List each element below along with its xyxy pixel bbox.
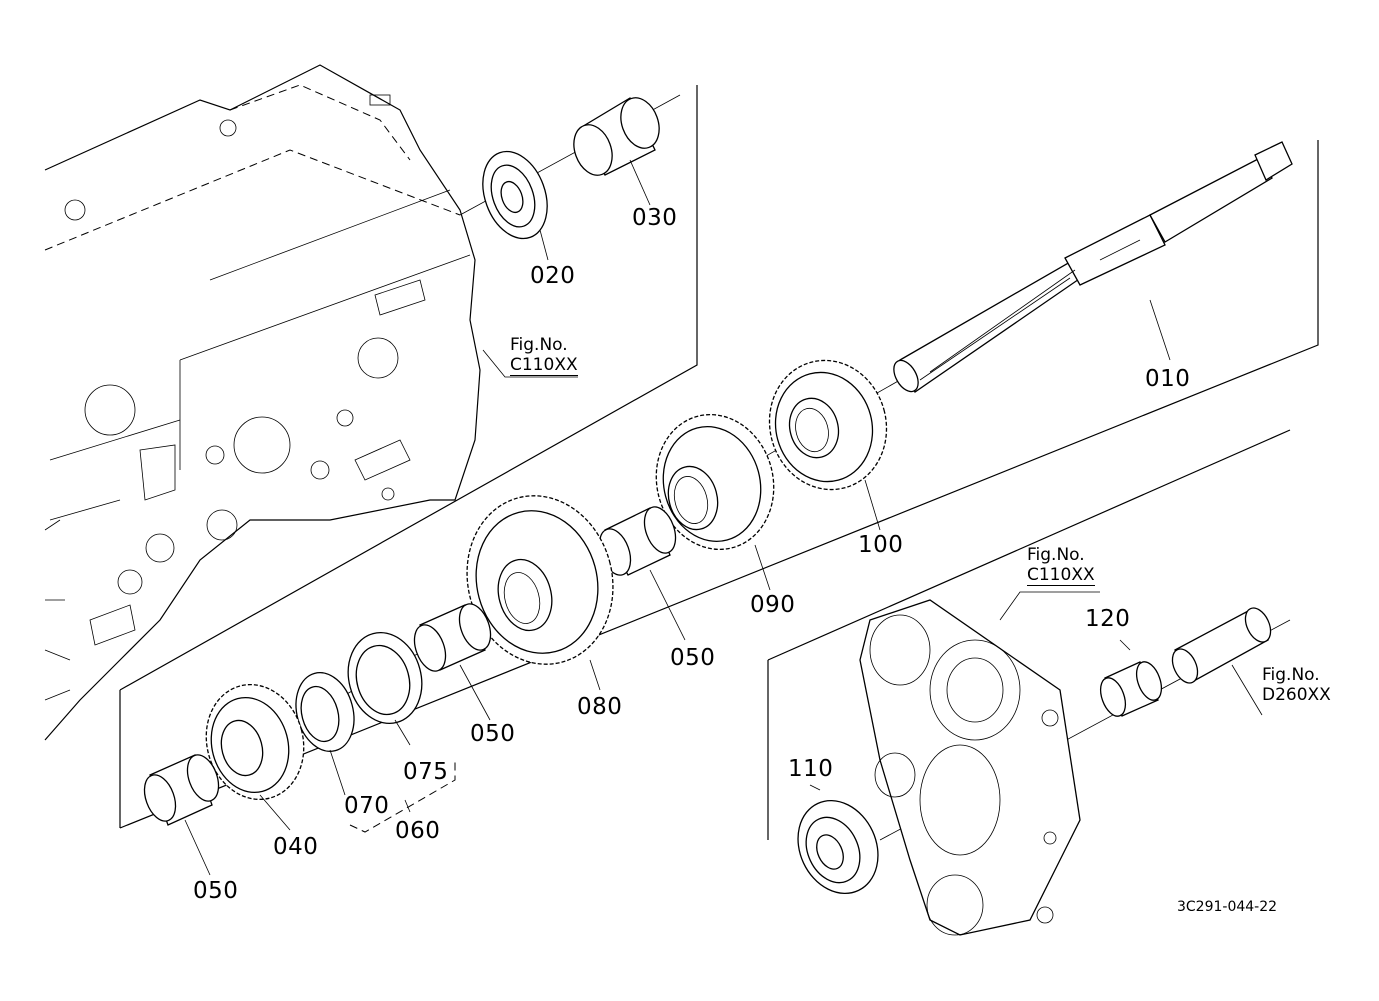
fig-ref-d260xx: Fig.No. D260XX [1262,665,1331,705]
gear-080 [466,495,614,665]
leader-lines [184,159,1263,876]
gear-040 [205,683,305,801]
label-010: 010 [1145,366,1191,392]
ball-bearing-020 [482,150,548,240]
needle-bearing-050-lower [143,754,220,826]
fig-ref-code: D260XX [1262,684,1331,705]
synchronizer-hub-070 [295,672,355,752]
fig-ref-code: C110XX [1027,564,1095,587]
label-050-upper: 050 [670,645,716,671]
label-120: 120 [1085,606,1131,632]
gear-100 [768,359,888,491]
synchronizer-ring-075 [347,631,423,725]
label-090: 090 [750,592,796,618]
needle-bearing-050-upper [598,506,677,576]
fig-ref-title: Fig.No. [510,335,568,355]
collar-030 [573,97,660,176]
label-075: 075 [403,759,449,785]
transmission-case [44,64,481,741]
needle-bearing-120 [1099,661,1163,717]
cover-plate [859,599,1081,936]
label-040: 040 [273,834,319,860]
label-060: 060 [395,818,441,844]
fig-ref-title: Fig.No. [1262,665,1320,685]
label-110: 110 [788,756,834,782]
label-070: 070 [344,793,390,819]
assembly-frame-lower [767,429,1291,840]
label-030: 030 [632,205,678,231]
label-100: 100 [858,532,904,558]
shaft-piece-d260 [1171,607,1272,684]
gear-090 [655,413,775,551]
shaft-010 [893,141,1293,393]
fig-ref-c110xx-upper: Fig.No. C110XX [510,335,578,377]
fig-ref-c110xx-lower: Fig.No. C110XX [1027,545,1095,587]
drawing-code: 3C291-044-22 [1177,899,1278,915]
assembly-frame-upper [119,85,1319,829]
label-050-middle: 050 [470,721,516,747]
label-080: 080 [577,694,623,720]
fig-ref-code: C110XX [510,354,578,377]
label-020: 020 [530,263,576,289]
fig-ref-title: Fig.No. [1027,545,1085,565]
ball-bearing-110 [797,799,879,895]
label-050-lower: 050 [193,878,239,904]
needle-bearing-050-middle [413,603,492,672]
